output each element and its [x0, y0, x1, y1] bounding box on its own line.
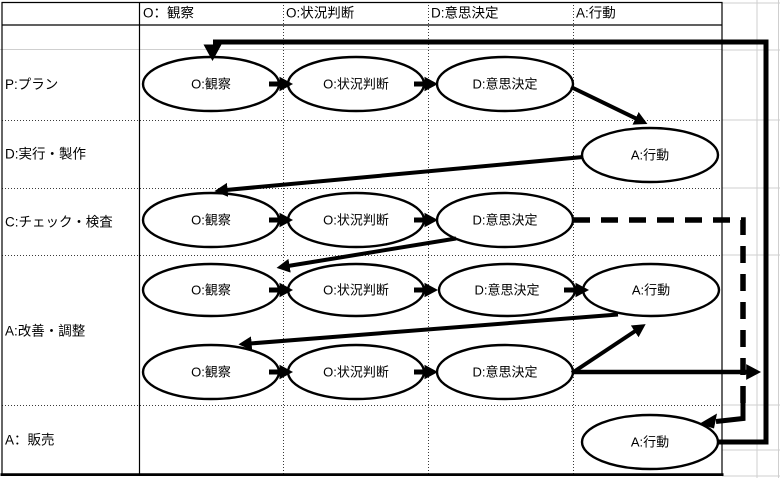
node-label: O:観察: [191, 77, 231, 92]
node-label: O:観察: [191, 283, 231, 298]
arrow-sale-act-to-plan-observe[interactable]: [213, 39, 769, 445]
column-header-decide: D:意思決定: [431, 5, 499, 21]
node-labels: O:観察 O:状況判断 D:意思決定 A:行動 O:観察 O:状況判断 D:意思…: [191, 77, 670, 450]
arrow-act2-decide-to-act1-act[interactable]: [570, 324, 646, 375]
arrow-check-decide-to-sale-act[interactable]: [573, 217, 746, 404]
table-labels: O：観察 O:状況判断 D:意思決定 A:行動 P:プラン D:実行・製作 C:…: [5, 5, 616, 448]
node-label: O:観察: [191, 213, 231, 228]
node-label: O:状況判断: [323, 77, 389, 92]
connector-arrows: [269, 76, 589, 380]
row-header-sale: A：販売: [5, 433, 55, 448]
node-label: O:状況判断: [323, 365, 389, 380]
node-label: A:行動: [631, 435, 669, 450]
flow-arrows: [214, 85, 762, 380]
arrow-act1-act-to-act2-observe[interactable]: [238, 312, 619, 351]
nodes: [141, 55, 721, 471]
arrow-do-act-to-check-observe[interactable]: [214, 155, 584, 197]
node-label: D:意思決定: [472, 77, 537, 92]
column-header-orient: O:状況判断: [286, 6, 354, 21]
node-label: O:状況判断: [323, 283, 389, 298]
arrow-check-decide-to-sale-act-elbow[interactable]: [715, 402, 746, 424]
row-header-do: D:実行・製作: [5, 147, 86, 162]
row-header-check: C:チェック・検査: [5, 215, 113, 230]
column-header-observe: O：観察: [143, 5, 195, 21]
arrowhead-down[interactable]: [203, 44, 222, 62]
column-header-act: A:行動: [576, 6, 616, 21]
node-label: O:状況判断: [323, 213, 389, 228]
arrow-plan-decide-to-do-act[interactable]: [570, 85, 648, 125]
arrowhead-down-left[interactable]: [699, 413, 717, 429]
node-label: D:意思決定: [474, 283, 539, 298]
dashed-feedback-arrow: [573, 217, 746, 429]
node-label: A:行動: [631, 148, 669, 163]
arrow-check-decide-to-act1-observe[interactable]: [276, 236, 457, 273]
node-label: D:意思決定: [472, 213, 537, 228]
node-do-act[interactable]: [580, 126, 720, 184]
row-header-act: A:改善・調整: [5, 324, 85, 339]
feedback-loop-arrow: [203, 39, 769, 445]
node-label: A:行動: [632, 283, 670, 298]
node-label: O:観察: [191, 365, 231, 380]
node-label: D:意思決定: [472, 365, 537, 380]
row-header-plan: P:プラン: [5, 77, 58, 92]
